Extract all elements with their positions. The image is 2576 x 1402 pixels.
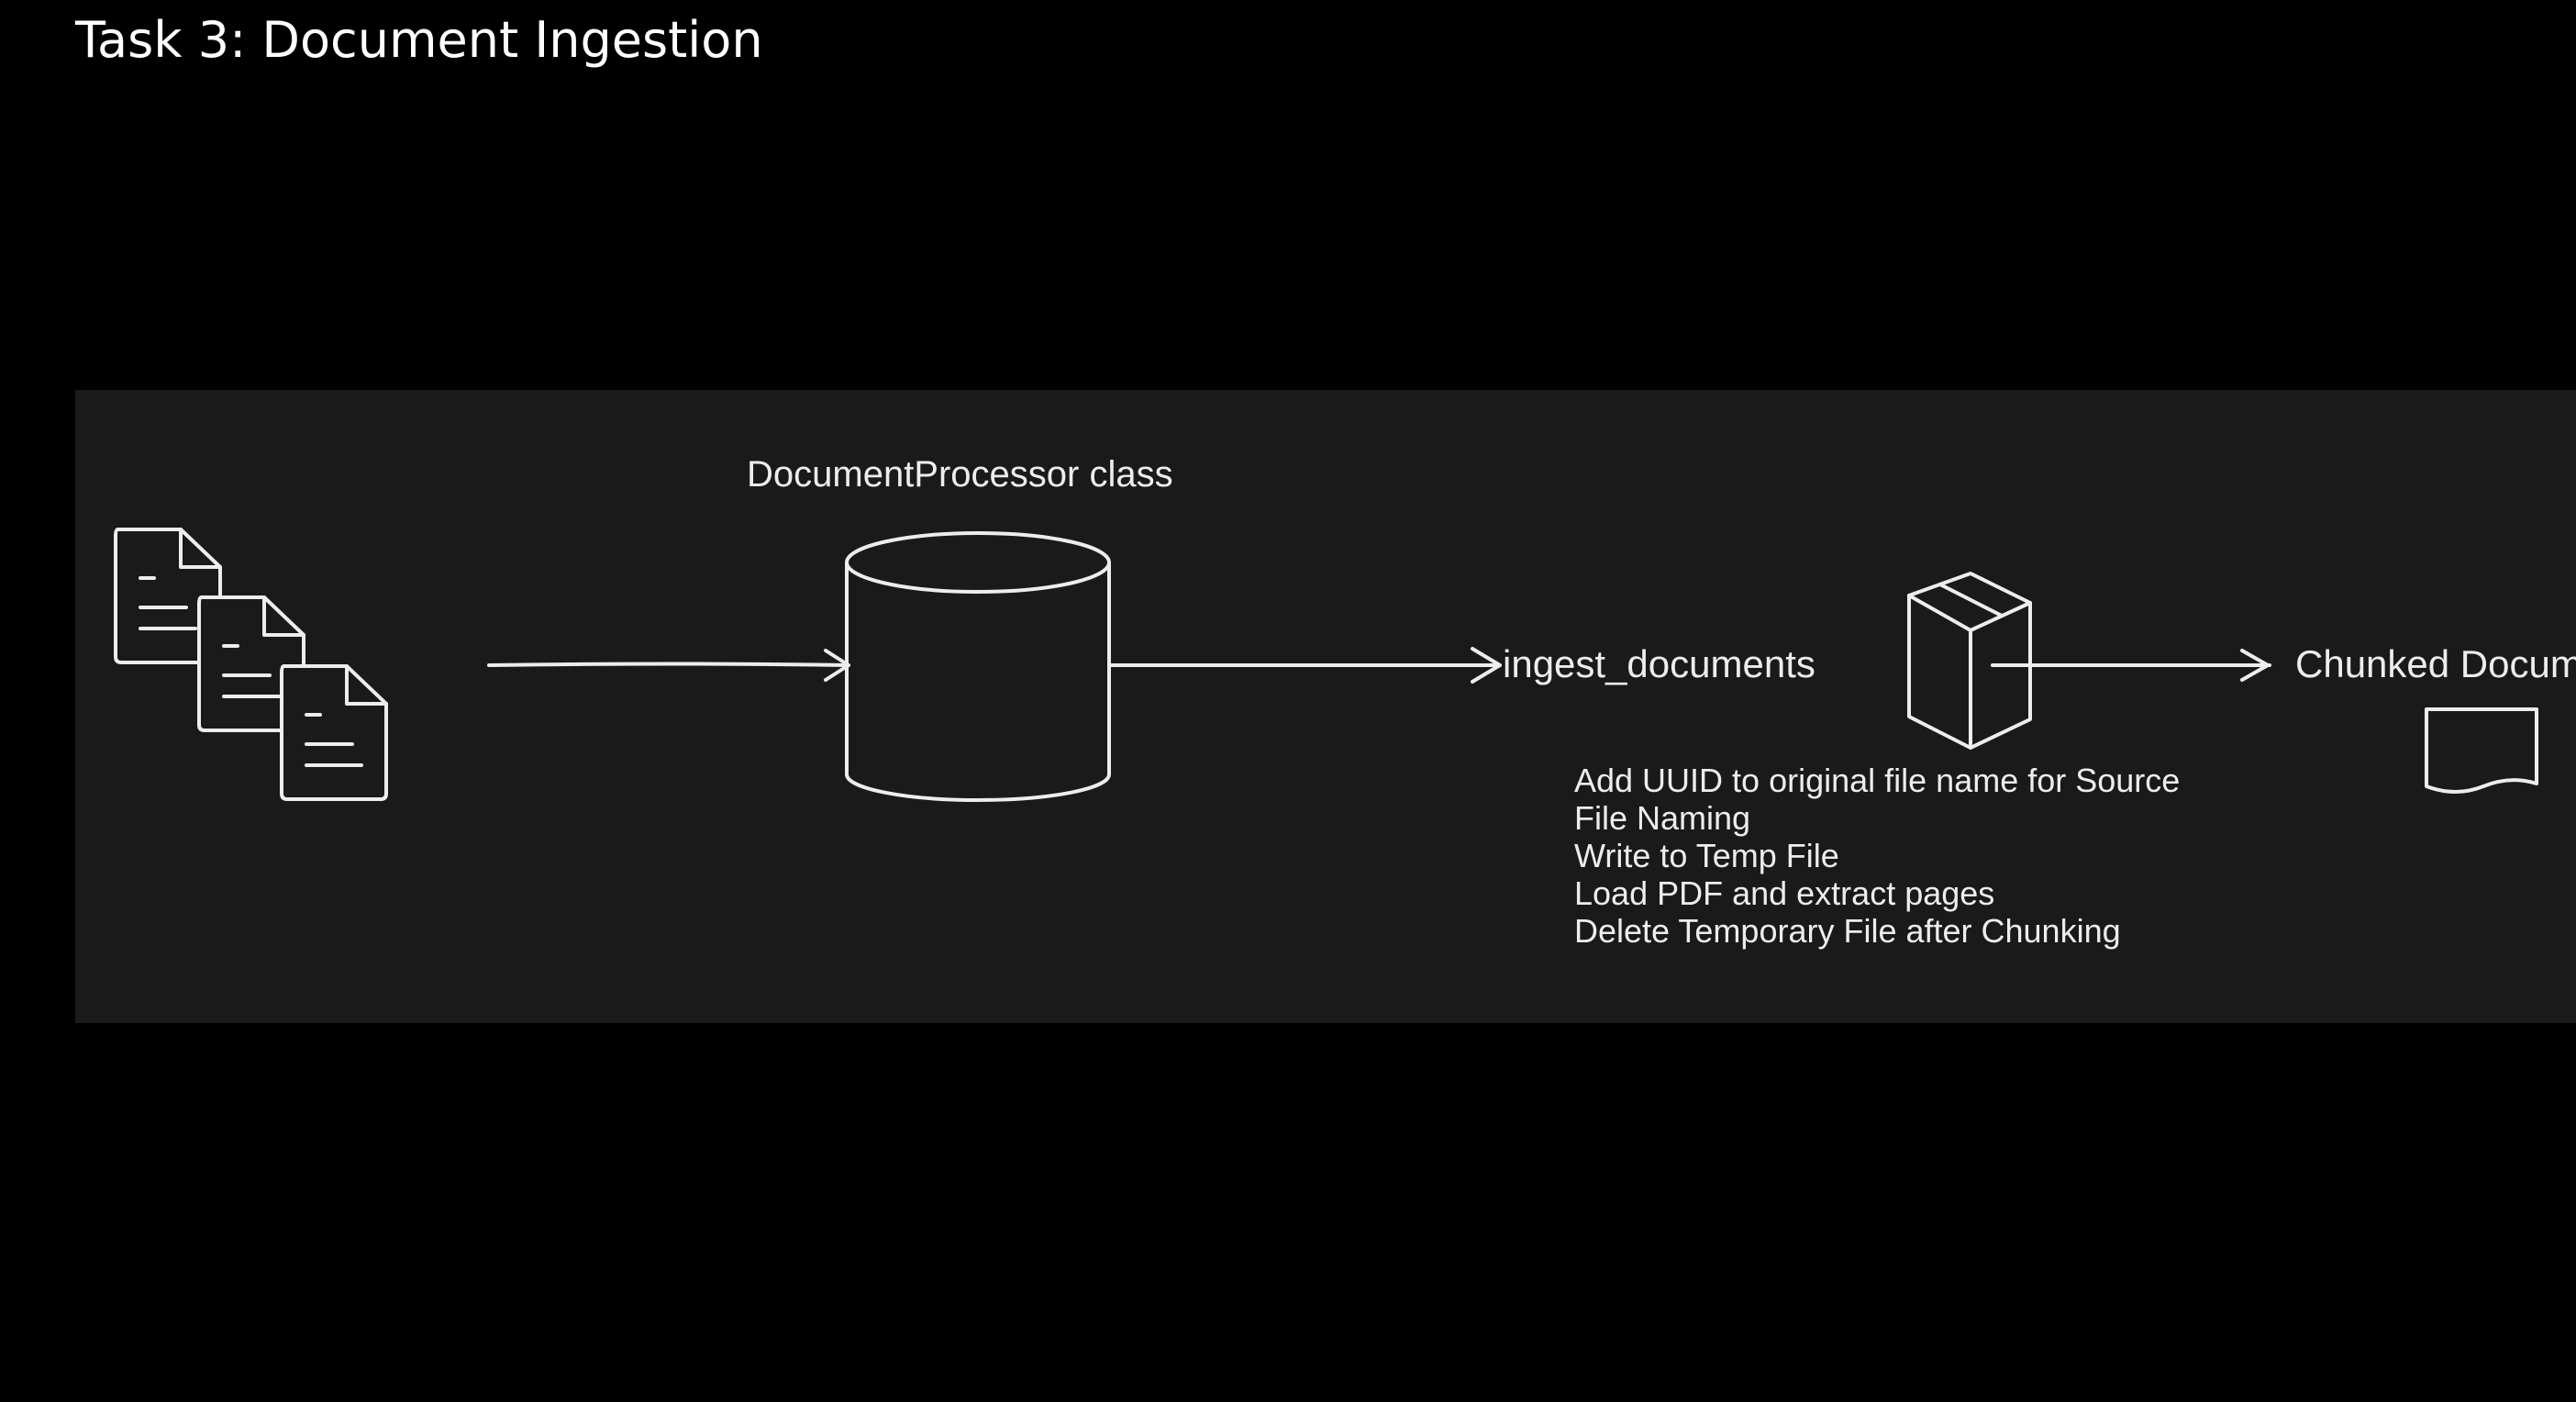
output-label: Chunked Documents <box>2295 642 2576 685</box>
arrow-to-ingest <box>1107 647 1502 684</box>
document-icon <box>280 664 388 801</box>
document-icon <box>2425 707 2538 794</box>
flow-diagram <box>114 528 2538 802</box>
ingest-step: Load PDF and extract pages <box>1574 874 1995 912</box>
database-cylinder-icon <box>845 531 1111 802</box>
ingest-label: ingest_documents <box>1503 642 1815 685</box>
ingest-step: File Naming <box>1574 799 1751 837</box>
arrow-to-processor <box>487 649 850 682</box>
diagram-panel: DocumentProcessor class ingest_documents… <box>75 390 2576 1023</box>
ingest-step: Delete Temporary File after Chunking <box>1574 912 2121 950</box>
processor-label: DocumentProcessor class <box>747 454 1173 495</box>
ingest-step: Add UUID to original file name for Sourc… <box>1574 762 2181 799</box>
slide-title: Task 3: Document Ingestion <box>75 11 763 69</box>
arrow-to-output-line <box>1991 649 2270 682</box>
document-stack-icon <box>114 528 388 801</box>
package-box-icon <box>1907 572 2032 750</box>
ingest-steps-list: Add UUID to original file name for Sourc… <box>1574 762 2180 950</box>
ingest-step: Write to Temp File <box>1574 837 1839 874</box>
document-icon <box>197 595 305 732</box>
